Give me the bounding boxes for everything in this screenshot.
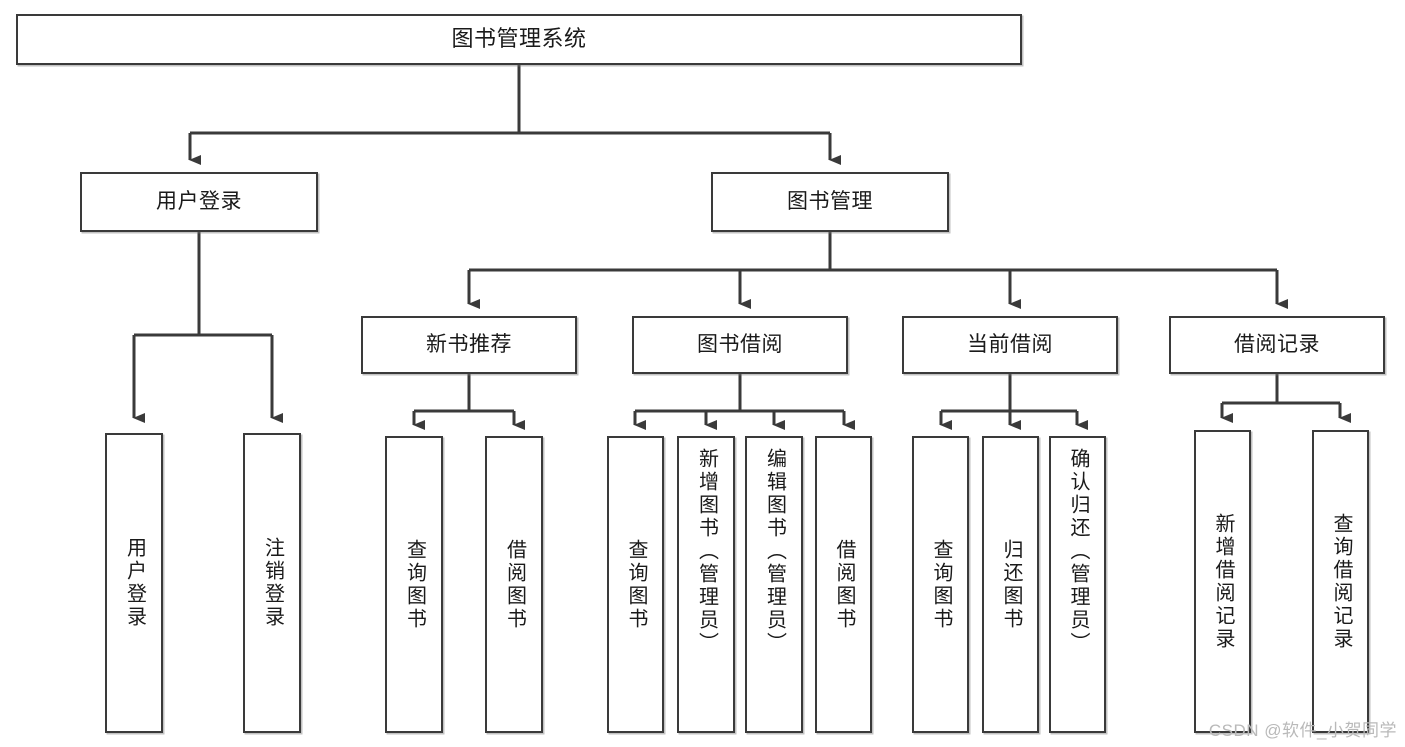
node-label: 新增借阅记录	[1212, 512, 1234, 651]
node-label: 当前借阅	[967, 333, 1053, 357]
leaf-book-borrow-query[interactable]: 查询图书	[607, 436, 664, 733]
leaf-book-borrow-borrow[interactable]: 借阅图书	[815, 436, 872, 733]
node-new-book-recommend[interactable]: 新书推荐	[361, 316, 577, 374]
node-book-management[interactable]: 图书管理	[711, 172, 949, 232]
node-label: 图书管理	[787, 190, 873, 214]
node-label: 查询图书	[625, 538, 647, 631]
node-label: 用户登录	[156, 190, 242, 214]
node-label: 借阅图书	[833, 538, 855, 631]
node-user-login[interactable]: 用户登录	[80, 172, 318, 232]
node-label: 查询图书	[930, 538, 952, 631]
node-label: 借阅记录	[1234, 333, 1320, 357]
leaf-user-login-login[interactable]: 用户登录	[105, 433, 163, 733]
node-book-borrow[interactable]: 图书借阅	[632, 316, 848, 374]
leaf-current-borrow-confirm-return[interactable]: 确认归还（管理员）	[1049, 436, 1106, 733]
leaf-new-book-query[interactable]: 查询图书	[385, 436, 443, 733]
leaf-borrow-record-add[interactable]: 新增借阅记录	[1194, 430, 1251, 733]
node-label: 查询借阅记录	[1330, 512, 1352, 651]
leaf-book-borrow-add[interactable]: 新增图书（管理员）	[677, 436, 735, 733]
node-label: 编辑图书（管理员）	[763, 448, 786, 655]
leaf-book-borrow-edit[interactable]: 编辑图书（管理员）	[745, 436, 803, 733]
node-label: 查询图书	[403, 538, 426, 631]
node-label: 注销登录	[261, 537, 284, 629]
node-label: 图书管理系统	[451, 26, 587, 52]
node-label: 归还图书	[1000, 538, 1022, 631]
leaf-borrow-record-query[interactable]: 查询借阅记录	[1312, 430, 1369, 733]
node-label: 确认归还（管理员）	[1067, 448, 1089, 655]
node-current-borrow[interactable]: 当前借阅	[902, 316, 1118, 374]
node-label: 用户登录	[123, 537, 146, 629]
node-root-system[interactable]: 图书管理系统	[16, 14, 1022, 65]
node-label: 图书借阅	[697, 333, 783, 357]
leaf-user-login-logout[interactable]: 注销登录	[243, 433, 301, 733]
node-label: 借阅图书	[503, 538, 526, 631]
leaf-current-borrow-return[interactable]: 归还图书	[982, 436, 1039, 733]
node-borrow-record[interactable]: 借阅记录	[1169, 316, 1385, 374]
leaf-current-borrow-query[interactable]: 查询图书	[912, 436, 969, 733]
leaf-new-book-borrow[interactable]: 借阅图书	[485, 436, 543, 733]
node-label: 新增图书（管理员）	[695, 448, 718, 655]
node-label: 新书推荐	[426, 333, 512, 357]
